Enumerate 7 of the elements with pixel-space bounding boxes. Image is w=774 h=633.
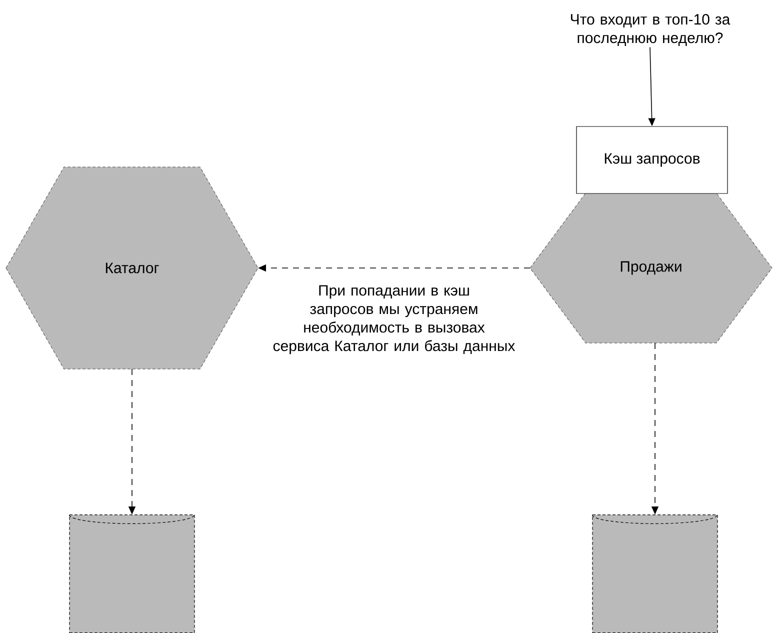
hexagon: Каталог	[6, 166, 258, 370]
hexagon: Продажи	[530, 192, 772, 344]
question-text: Что входит в топ-10 за последнюю неделю?	[570, 14, 730, 46]
database-cylinder	[592, 514, 718, 633]
database-cylinder	[68, 514, 195, 633]
cache-box: Кэш запросов	[576, 126, 728, 194]
edge-label: При попадании в кэш запросов мы устраняем необходимость в вызовах сервиса Каталог или базы данных	[266, 284, 522, 356]
